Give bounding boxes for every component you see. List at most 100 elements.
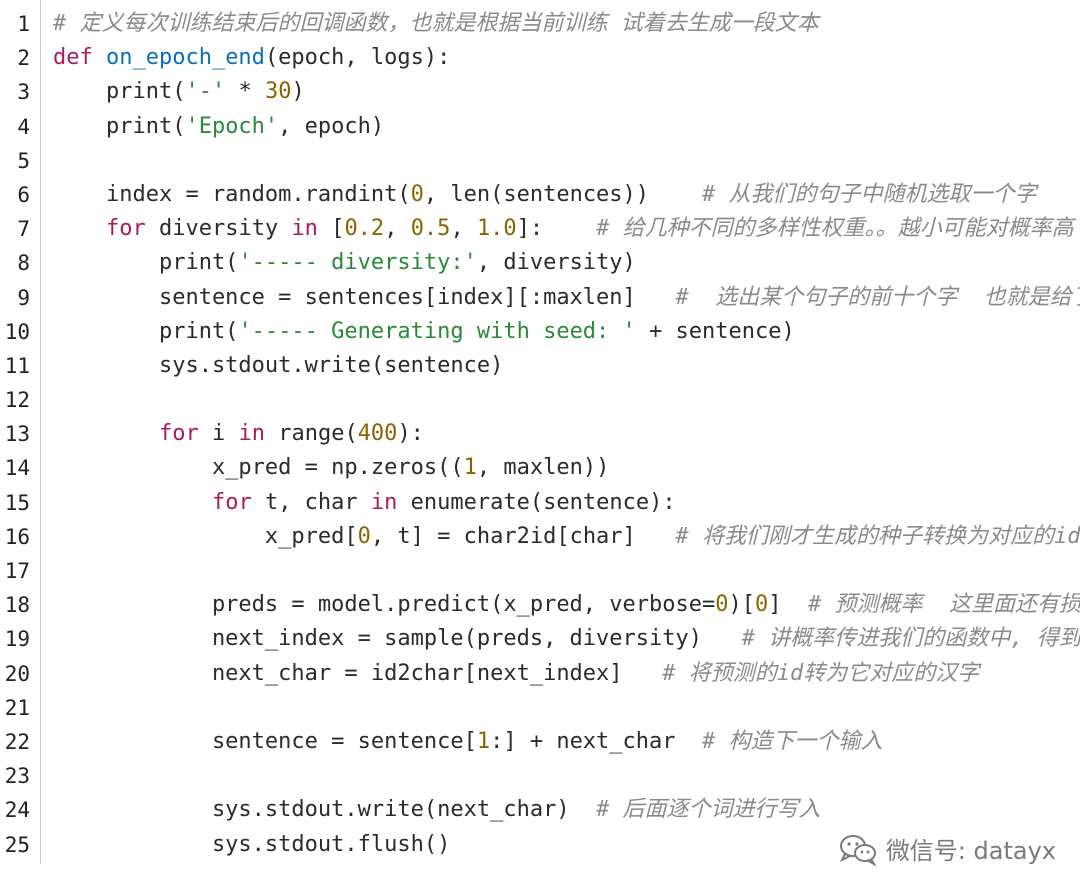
code-token: print( bbox=[53, 113, 186, 139]
code-line: 8 print('----- diversity:', diversity) bbox=[0, 246, 1080, 280]
code-line: 14 x_pred = np.zeros((1, maxlen)) bbox=[0, 451, 1080, 485]
code-token: next_index = sample(preds, diversity) bbox=[53, 626, 742, 652]
code-comment: # 讲概率传进我们的函数中, 得到下 bbox=[741, 626, 1080, 652]
line-number: 19 bbox=[4, 627, 30, 652]
line-number: 5 bbox=[17, 148, 30, 173]
line-number: 16 bbox=[4, 524, 30, 549]
watermark: 微信号: datayx bbox=[838, 831, 1056, 866]
code-token: index = random.randint( bbox=[53, 181, 411, 207]
code-token: , epoch) bbox=[278, 113, 385, 139]
code-text: # 定义每次训练结束后的回调函数，也就是根据当前训练 试着去生成一段文本 bbox=[53, 7, 819, 41]
line-number: 4 bbox=[17, 114, 30, 139]
code-token: (epoch, logs): bbox=[264, 45, 451, 71]
code-token: , bbox=[450, 216, 477, 242]
code-line: 4 print('Epoch', epoch) bbox=[0, 110, 1080, 144]
code-line: 10 print('----- Generating with seed: ' … bbox=[0, 315, 1080, 349]
code-line: 12 bbox=[0, 383, 1080, 417]
code-token: for bbox=[105, 216, 146, 242]
code-token: 'Epoch' bbox=[185, 113, 279, 139]
code-token: print( bbox=[53, 318, 239, 344]
code-line: 3 print('-' * 30) bbox=[0, 75, 1080, 109]
code-line: 13 for i in range(400): bbox=[0, 417, 1080, 451]
code-comment: # 预测概率 这里面还有损 bbox=[808, 592, 1080, 618]
code-token: 30 bbox=[264, 79, 292, 105]
code-token: on_epoch_end bbox=[105, 45, 265, 71]
code-token bbox=[53, 421, 159, 446]
code-text: print('Epoch', epoch) bbox=[53, 110, 384, 144]
code-token: i bbox=[198, 421, 239, 447]
code-token: , maxlen)) bbox=[476, 455, 610, 481]
line-number: 21 bbox=[4, 695, 30, 720]
code-text: x_pred = np.zeros((1, maxlen)) bbox=[53, 451, 609, 485]
code-token: 0 bbox=[715, 592, 729, 618]
code-line: 1 # 定义每次训练结束后的回调函数，也就是根据当前训练 试着去生成一段文本 bbox=[0, 7, 1080, 41]
line-number: 6 bbox=[17, 182, 30, 207]
code-token: ] bbox=[768, 592, 809, 618]
code-line: 15 for t, char in enumerate(sentence): bbox=[0, 486, 1080, 520]
code-token: ]: bbox=[516, 216, 597, 242]
code-line: 19 next_index = sample(preds, diversity)… bbox=[0, 622, 1080, 656]
code-comment: # 将我们刚才生成的种子转换为对应的id bbox=[675, 523, 1080, 549]
code-token bbox=[53, 216, 106, 241]
line-number: 1 bbox=[17, 12, 30, 36]
line-number: 11 bbox=[4, 353, 30, 378]
code-line: 11 sys.stdout.write(sentence) bbox=[0, 349, 1080, 383]
code-token: def bbox=[53, 45, 106, 71]
code-text: sys.stdout.write(next_char) # 后面逐个词进行写入 bbox=[53, 793, 821, 827]
code-token: ): bbox=[397, 421, 424, 447]
line-number: 24 bbox=[4, 798, 30, 823]
code-text: sys.stdout.write(sentence) bbox=[53, 349, 503, 383]
line-number: 14 bbox=[4, 456, 30, 481]
wechat-icon bbox=[838, 832, 878, 866]
code-comment: # 定义每次训练结束后的回调函数，也就是根据当前训练 试着去生成一段文本 bbox=[53, 11, 819, 36]
code-line: 20 next_char = id2char[next_index] # 将预测… bbox=[0, 657, 1080, 691]
code-token: t, char bbox=[251, 489, 371, 515]
code-token: sentence = sentences[index][:maxlen] bbox=[53, 284, 676, 310]
code-token: 1.0 bbox=[476, 216, 517, 242]
code-token: 400 bbox=[357, 421, 398, 447]
code-token: range( bbox=[264, 421, 358, 447]
code-token: print( bbox=[53, 79, 186, 105]
line-number: 9 bbox=[17, 285, 30, 310]
code-token: in bbox=[370, 489, 398, 515]
code-text: print('----- diversity:', diversity) bbox=[53, 246, 636, 280]
code-token: )[ bbox=[728, 592, 756, 618]
code-token: :] + next_char bbox=[490, 728, 703, 754]
code-text: def on_epoch_end(epoch, logs): bbox=[53, 41, 450, 75]
line-number: 8 bbox=[17, 251, 30, 276]
code-token: , len(sentences)) bbox=[423, 181, 703, 207]
line-number-gutter bbox=[0, 0, 41, 864]
code-token: sys.stdout.write(next_char) bbox=[53, 797, 597, 823]
code-line: 22 sentence = sentence[1:] + next_char #… bbox=[0, 725, 1080, 759]
line-number: 10 bbox=[4, 319, 30, 344]
code-token: x_pred[ bbox=[53, 523, 358, 549]
code-text: for i in range(400): bbox=[53, 417, 424, 451]
code-text: index = random.randint(0, len(sentences)… bbox=[53, 178, 1037, 212]
line-number: 7 bbox=[17, 217, 30, 242]
code-token: + sentence) bbox=[635, 318, 795, 344]
code-token: for bbox=[158, 421, 199, 447]
code-line: 21 bbox=[0, 691, 1080, 725]
code-text: next_char = id2char[next_index] # 将预测的id… bbox=[53, 657, 979, 691]
code-comment: # 构造下一个输入 bbox=[702, 728, 883, 754]
code-text: next_index = sample(preds, diversity) # … bbox=[53, 622, 1080, 656]
code-line: 25 sys.stdout.flush() bbox=[0, 828, 1080, 862]
code-line: 17 bbox=[0, 554, 1080, 588]
code-token: in bbox=[291, 216, 318, 242]
code-token: 0 bbox=[410, 181, 424, 207]
code-token: print( bbox=[53, 250, 239, 276]
code-token: 1 bbox=[463, 455, 477, 481]
code-token: '-' bbox=[185, 79, 226, 105]
line-number: 23 bbox=[4, 764, 30, 789]
code-token: sentence = sentence[ bbox=[53, 728, 477, 754]
code-line: 16 x_pred[0, t] = char2id[char] # 将我们刚才生… bbox=[0, 520, 1080, 554]
code-token: * bbox=[225, 79, 265, 105]
code-line: 5 bbox=[0, 144, 1080, 178]
code-line: 9 sentence = sentences[index][:maxlen] #… bbox=[0, 281, 1080, 315]
code-text: for diversity in [0.2, 0.5, 1.0]: # 给几种不… bbox=[53, 212, 1074, 246]
code-text: print('-' * 30) bbox=[53, 75, 305, 109]
line-number: 22 bbox=[4, 729, 30, 754]
code-text: preds = model.predict(x_pred, verbose=0)… bbox=[53, 588, 1080, 622]
